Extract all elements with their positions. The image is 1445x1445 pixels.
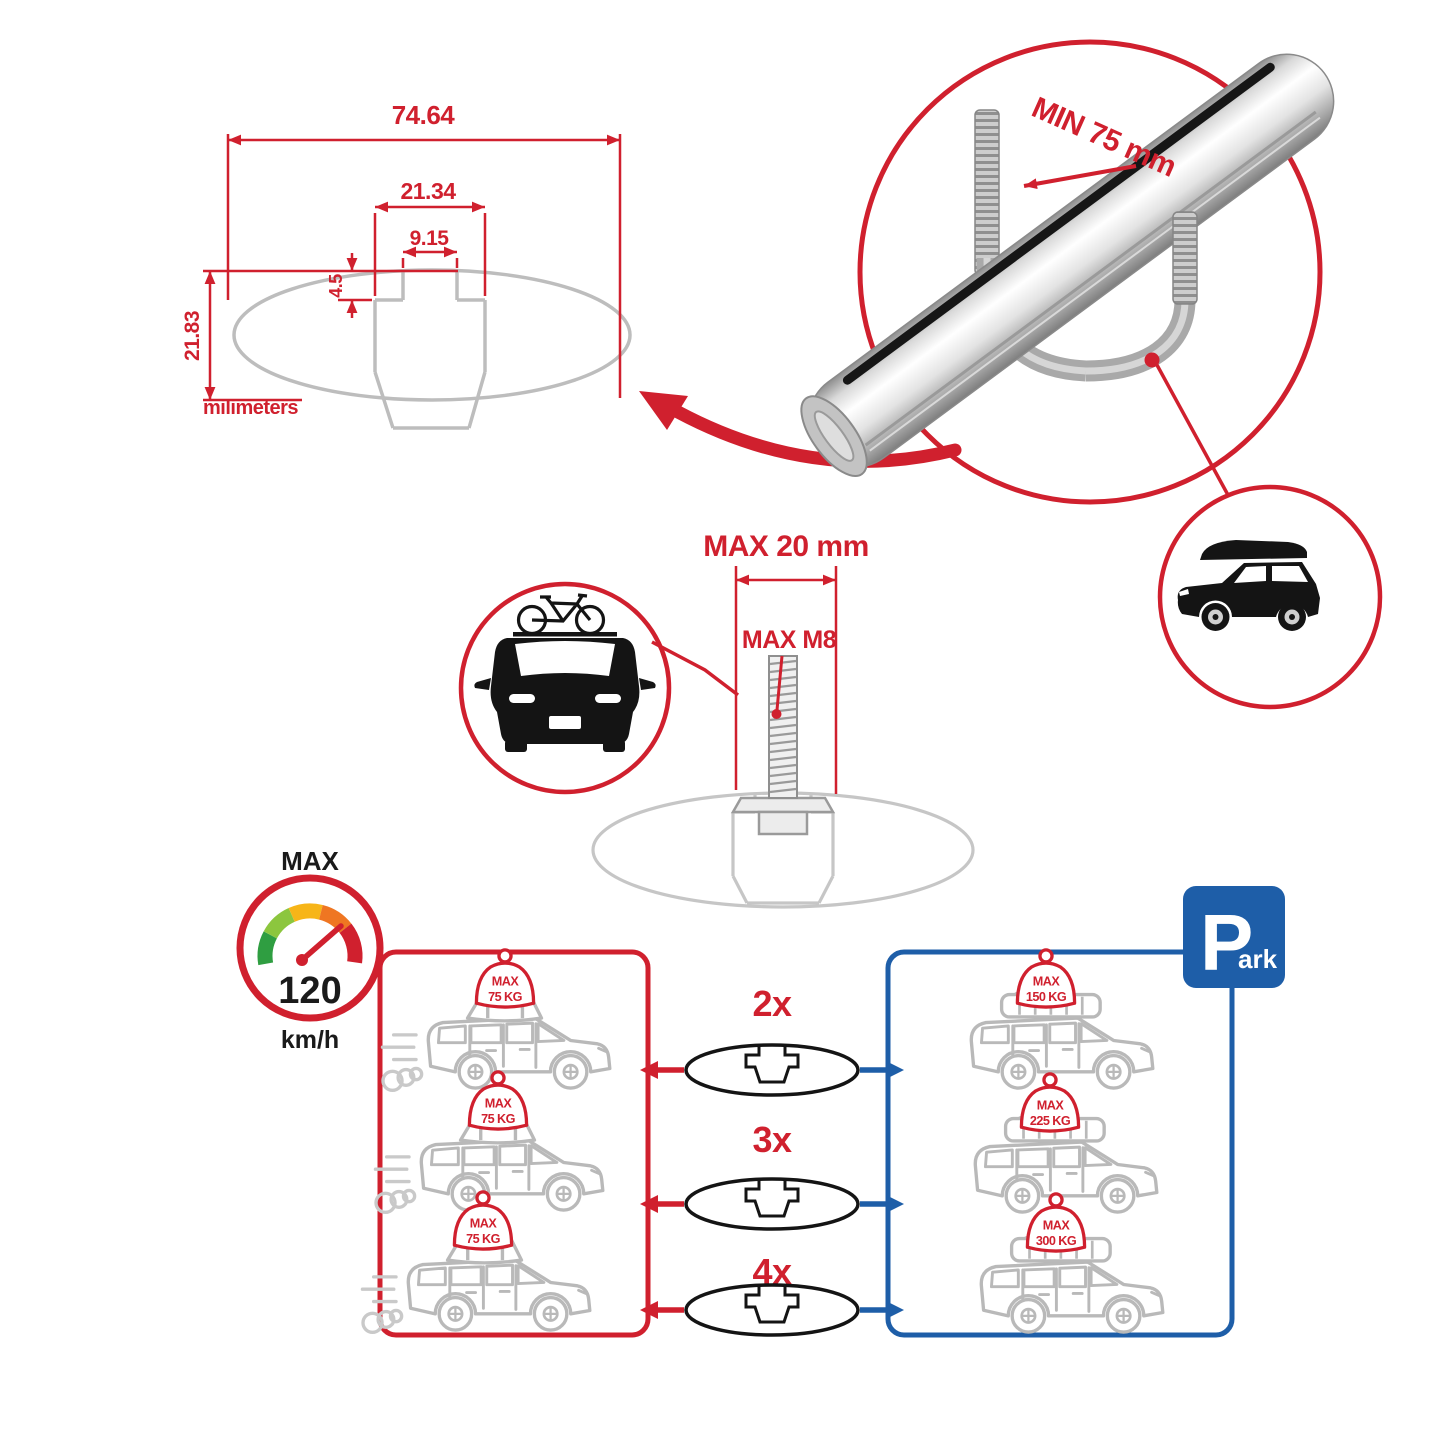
red-arrow-left [640, 1195, 658, 1213]
load-tag-park-2: MAX 225 KG [1019, 1072, 1081, 1133]
red-arrow-left [640, 1301, 658, 1319]
tag-max: MAX [1033, 975, 1061, 989]
speed-limit-gauge: MAX 120 km/h [236, 846, 384, 1054]
crossbar-detail-circle: MIN 75 mm [800, 39, 1335, 505]
callout-dot [1144, 352, 1160, 368]
tag-max: MAX [485, 1097, 513, 1111]
parked-cars: MAX 150 KG MAX 225 KG MAX 300 KG [969, 948, 1165, 1334]
tag-kg: 150 KG [1026, 990, 1067, 1004]
u-bolt-front [1085, 211, 1198, 382]
load-tag-park-1: MAX 150 KG [1015, 948, 1077, 1009]
driving-cars: MAX 75 KG MAX 75 KG MAX 75 KG [360, 948, 612, 1334]
t-nut [730, 796, 836, 836]
load-tag-park-3: MAX 300 KG [1025, 1192, 1087, 1253]
thread-pointer-dot [771, 709, 782, 719]
bike-circle-connector [651, 640, 740, 697]
dim-total-height: 21.83 [181, 311, 204, 361]
count-2x: 2x [752, 983, 792, 1024]
tag-kg: 75 KG [488, 990, 523, 1004]
gauge-ring [236, 874, 384, 1022]
bike-car-circle [458, 581, 672, 795]
suv-driving-2: MAX 75 KG [373, 1070, 605, 1214]
zoom-circle [857, 39, 1323, 505]
thread-pointer-line [775, 655, 784, 711]
tag-max: MAX [470, 1217, 498, 1231]
suv-parked-3: MAX 300 KG [979, 1192, 1165, 1334]
callout-line [1155, 364, 1230, 496]
suv-driving-3: MAX 75 KG [360, 1190, 592, 1334]
rubber-strip [842, 62, 1275, 385]
dim-total-width: 74.64 [392, 100, 456, 130]
parked-load-box [885, 949, 1235, 1338]
tag-kg: 225 KG [1030, 1114, 1071, 1128]
park-sign: P ark [1183, 886, 1285, 988]
bolt-detail-section: MAX 20 mm MAX M8 [458, 530, 975, 909]
tag-max: MAX [1037, 1099, 1065, 1113]
row-2x [640, 1043, 904, 1097]
dim-lip-depth: 4.5 [326, 274, 346, 298]
row-4x [640, 1283, 904, 1337]
suv-parked-2: MAX 225 KG [973, 1072, 1159, 1214]
load-tag-drive-1: MAX 75 KG [474, 948, 536, 1009]
units-label: milimeters [203, 397, 298, 419]
speed-units: km/h [281, 1026, 339, 1054]
count-3x: 3x [752, 1119, 792, 1160]
roof-box [1200, 540, 1307, 560]
bolt-max-length-label: MAX 20 mm [703, 530, 869, 563]
speed-max-label: MAX [281, 846, 339, 876]
tag-kg: 300 KG [1036, 1234, 1077, 1248]
tag-kg: 75 KG [466, 1232, 501, 1246]
row-3x [640, 1177, 904, 1231]
roofbox-car-circle [1157, 484, 1383, 710]
bolt-max-thread-label: MAX M8 [742, 626, 837, 654]
gauge-needle-pivot [296, 954, 308, 966]
dimension-lines [203, 134, 622, 402]
roof-bar [513, 632, 617, 637]
bolt-dimension-lines [734, 566, 838, 794]
bar-count-column: 2x 3x 4x [640, 983, 904, 1337]
threaded-bolt [768, 655, 798, 799]
dim-opening-width: 9.15 [410, 227, 450, 250]
tag-max: MAX [492, 975, 520, 989]
red-arrow-left [640, 1061, 658, 1079]
gauge-needle [299, 923, 344, 963]
load-tag-drive-3: MAX 75 KG [452, 1190, 514, 1251]
driving-load-box [377, 949, 651, 1338]
tag-kg: 75 KG [481, 1112, 516, 1126]
gauge-arc-segments [257, 903, 363, 966]
park-sign-letter: P [1200, 898, 1253, 987]
suv-parked-1: MAX 150 KG [969, 948, 1155, 1090]
profile-dimension-diagram: 74.64 21.34 9.15 4.5 21.83 milimeters [181, 100, 632, 430]
profile-t-slot [373, 270, 487, 430]
min-clearance-arrow [1023, 164, 1137, 190]
park-sign-suffix: ark [1238, 944, 1278, 974]
crossbar-render [800, 53, 1335, 477]
tag-max: MAX [1043, 1219, 1071, 1233]
speed-value: 120 [278, 970, 341, 1012]
pointer-arrow-bar-to-profile [639, 391, 962, 468]
suv-driving-1: MAX 75 KG [380, 948, 612, 1092]
load-tag-drive-2: MAX 75 KG [467, 1070, 529, 1131]
profile-ellipse [232, 268, 632, 402]
dim-cavity-width: 21.34 [400, 178, 456, 204]
